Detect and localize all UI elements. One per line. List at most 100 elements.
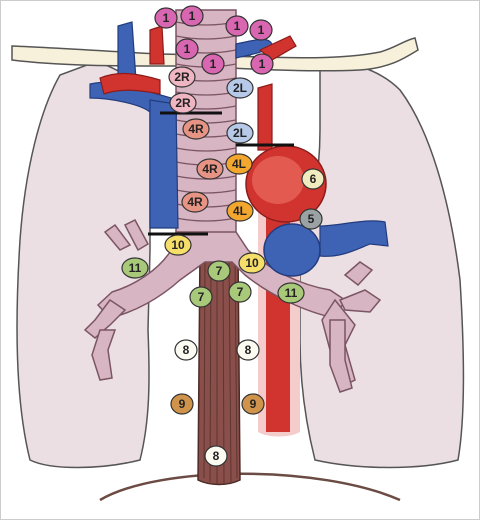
diaphragm-line (99, 472, 401, 502)
node-label: 4L (233, 204, 247, 218)
lymph-node-station-8: 8 (204, 445, 228, 467)
node-label: 1 (189, 9, 196, 23)
node-marker (226, 77, 254, 99)
node-marker (225, 15, 249, 37)
node-label: 8 (213, 449, 220, 463)
node-label: 1 (210, 57, 217, 71)
lymph-node-station-6: 6 (301, 168, 325, 190)
node-label: 1 (258, 23, 265, 37)
node-label: 2L (233, 81, 247, 95)
node-marker (241, 393, 265, 415)
node-marker (121, 257, 149, 279)
pulmonary-artery (263, 223, 321, 277)
node-marker (164, 234, 192, 256)
node-label: 5 (308, 212, 315, 226)
node-label: 11 (129, 261, 142, 275)
lymph-node-station-7: 7 (228, 281, 252, 303)
lymph-node-station-1: 1 (250, 53, 274, 75)
node-marker (225, 153, 253, 175)
node-marker (277, 282, 305, 304)
lymph-node-station-1: 1 (175, 38, 199, 60)
node-label: 10 (245, 256, 259, 270)
node-label: 4R (188, 122, 204, 136)
lymph-node-station-4l: 4L (226, 200, 254, 222)
node-label: 7 (216, 264, 223, 278)
lymph-node-station-2l: 2L (226, 122, 254, 144)
lymph-node-station-4r: 4R (182, 118, 210, 140)
node-label: 2R (174, 70, 190, 84)
lymph-node-station-1: 1 (201, 53, 225, 75)
lymph-node-station-7: 7 (189, 286, 213, 308)
lymph-node-station-10: 10 (164, 234, 192, 256)
node-marker (226, 200, 254, 222)
node-label: 1 (234, 19, 241, 33)
node-label: 4R (187, 195, 203, 209)
superior-vena-cava (89, 21, 179, 229)
node-marker (170, 393, 194, 415)
node-marker (207, 260, 231, 282)
lymph-node-station-8: 8 (236, 339, 260, 361)
node-marker (174, 339, 198, 361)
node-label: 9 (179, 397, 186, 411)
station-boundaries (148, 111, 294, 236)
node-marker (189, 286, 213, 308)
aortic-arch (245, 83, 327, 223)
lymph-node-station-5: 5 (299, 208, 323, 230)
node-marker (226, 122, 254, 144)
node-marker (250, 53, 274, 75)
node-label: 7 (237, 285, 244, 299)
node-marker (175, 38, 199, 60)
lymph-node-station-7: 7 (207, 260, 231, 282)
node-label: 4L (232, 157, 246, 171)
node-label: 1 (163, 11, 170, 25)
lymph-node-station-9: 9 (241, 393, 265, 415)
node-marker (169, 92, 197, 114)
node-label: 1 (184, 42, 191, 56)
lymph-node-station-11: 11 (121, 257, 149, 279)
node-marker (238, 252, 266, 274)
node-marker (182, 118, 210, 140)
left-clavicle (229, 37, 419, 72)
node-label: 2L (233, 126, 247, 140)
node-marker (228, 281, 252, 303)
lymph-node-station-4r: 4R (196, 158, 224, 180)
lymph-node-station-1: 1 (154, 7, 178, 29)
node-label: 7 (198, 290, 205, 304)
node-marker (301, 168, 325, 190)
lymph-node-station-2r: 2R (169, 92, 197, 114)
lymph-node-station-1: 1 (249, 19, 273, 41)
node-marker (196, 158, 224, 180)
node-label: 4R (202, 162, 218, 176)
node-label: 2R (175, 96, 191, 110)
node-label: 10 (171, 238, 185, 252)
node-marker (154, 7, 178, 29)
lymph-node-station-1: 1 (180, 5, 204, 27)
node-label: 8 (245, 343, 252, 357)
lymph-node-station-2l: 2L (226, 77, 254, 99)
node-label: 8 (183, 343, 190, 357)
node-marker (236, 339, 260, 361)
lymph-node-station-2r: 2R (168, 66, 196, 88)
carotid-arteries (99, 25, 297, 95)
node-label: 9 (250, 397, 257, 411)
node-label: 1 (259, 57, 266, 71)
lymph-node-station-4l: 4L (225, 153, 253, 175)
node-marker (180, 5, 204, 27)
lymph-node-station-1: 1 (225, 15, 249, 37)
lymph-node-station-11: 11 (277, 282, 305, 304)
node-marker (204, 445, 228, 467)
lymph-node-station-4r: 4R (181, 191, 209, 213)
node-label: 11 (285, 286, 298, 300)
lymph-node-station-10: 10 (238, 252, 266, 274)
node-marker (181, 191, 209, 213)
node-marker (201, 53, 225, 75)
lymph-node-station-9: 9 (170, 393, 194, 415)
node-label: 6 (310, 172, 317, 186)
lymph-node-station-8: 8 (174, 339, 198, 361)
node-marker (168, 66, 196, 88)
node-marker (249, 19, 273, 41)
node-marker (299, 208, 323, 230)
